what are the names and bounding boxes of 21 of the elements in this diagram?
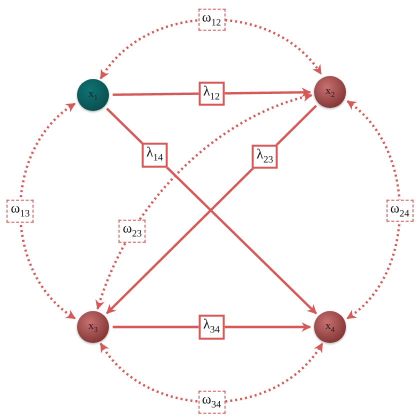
edge-label: ω$_{12}$ <box>198 8 225 31</box>
edge-label: ω$_{23}$ <box>118 220 146 242</box>
node-label: x$_{3}$ <box>88 320 98 334</box>
edge-label: λ$_{12}$ <box>198 81 225 106</box>
dotted-arrow <box>346 100 401 320</box>
sphere-node <box>77 311 109 343</box>
edge-label: ω$_{34}$ <box>198 390 225 414</box>
dotted-arrow <box>19 102 76 320</box>
node-label: x$_{1}$ <box>88 88 98 102</box>
edge-label: λ$_{14}$ <box>141 143 168 168</box>
edge-label: λ$_{34}$ <box>198 314 225 340</box>
node-label: x$_{2}$ <box>325 86 335 98</box>
edge-label: ω$_{13}$ <box>6 200 34 222</box>
edge-label: λ$_{23}$ <box>252 144 278 169</box>
sphere-node <box>77 79 109 111</box>
dotted-arrow <box>100 18 322 80</box>
sphere-node <box>314 76 346 108</box>
node-label: x$_{4}$ <box>325 320 335 334</box>
edge-label: ω$_{24}$ <box>386 199 414 222</box>
dotted-arrow <box>100 342 324 404</box>
sphere-node <box>314 311 346 343</box>
